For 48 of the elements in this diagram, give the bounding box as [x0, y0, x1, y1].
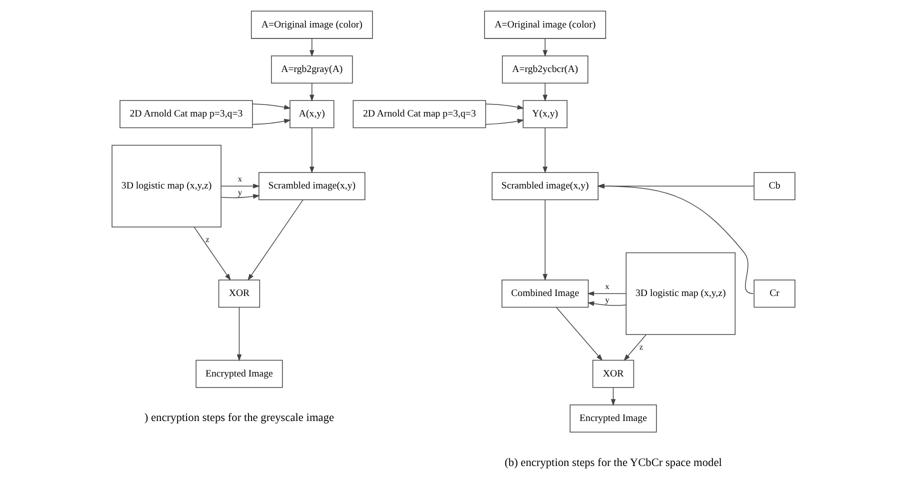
edge-label: y	[238, 188, 242, 198]
arrow	[194, 226, 231, 281]
node-box: A=rgb2gray(A)	[271, 55, 353, 84]
edge-label: z	[206, 234, 210, 244]
arrow	[624, 334, 647, 361]
node-box: A=Original image (color)	[484, 10, 606, 39]
node-box: XOR	[592, 360, 634, 388]
node-box: Cb	[754, 172, 796, 200]
node-box: Scrambled image(x,y)	[258, 172, 366, 200]
node-box: Cr	[754, 280, 796, 308]
arrow	[220, 194, 260, 199]
node-box: Combined Image	[502, 280, 589, 308]
edge-label: y	[605, 296, 610, 305]
arrow	[542, 82, 548, 102]
label: ) encryption steps for the greyscale image	[144, 412, 334, 424]
node-box: A=Original image (color)	[250, 10, 373, 39]
arrow	[310, 127, 314, 174]
arrow	[485, 118, 524, 125]
arrow	[610, 387, 616, 406]
node-box: A(x,y)	[290, 100, 334, 128]
node-box: Encrypted Image	[570, 404, 657, 433]
arrow	[252, 118, 291, 125]
node-box: XOR	[218, 280, 260, 308]
node-box: Scrambled image(x,y)	[492, 172, 598, 200]
edge-label: x	[605, 282, 610, 291]
arrow	[542, 127, 548, 174]
arrow	[556, 306, 603, 361]
node-box: Encrypted Image	[196, 360, 283, 388]
edge-label: z	[639, 342, 644, 352]
arrow	[236, 306, 242, 362]
arrow	[542, 199, 548, 281]
node-box: Y(x,y)	[522, 100, 568, 128]
node-box: 3D logistic map (x,y,z)	[112, 144, 222, 228]
arrow	[310, 38, 314, 57]
node-box: 2D Arnold Cat map p=3,q=3	[120, 100, 253, 128]
arrow	[252, 104, 291, 110]
node-box: 3D logistic map (x,y,z)	[626, 252, 736, 335]
arrow	[310, 82, 314, 102]
node-box: A=rgb2ycbcr(A)	[502, 55, 588, 84]
arrow	[587, 291, 626, 296]
arrow	[587, 301, 626, 306]
arrow	[485, 104, 524, 110]
arrow	[542, 38, 548, 57]
arrow	[248, 199, 304, 281]
arrow	[220, 184, 260, 188]
edge-label: x	[238, 174, 242, 184]
node-box: 2D Arnold Cat map p=3,q=3	[352, 100, 486, 128]
label: (b) encryption steps for the YCbCr space model	[504, 456, 722, 469]
